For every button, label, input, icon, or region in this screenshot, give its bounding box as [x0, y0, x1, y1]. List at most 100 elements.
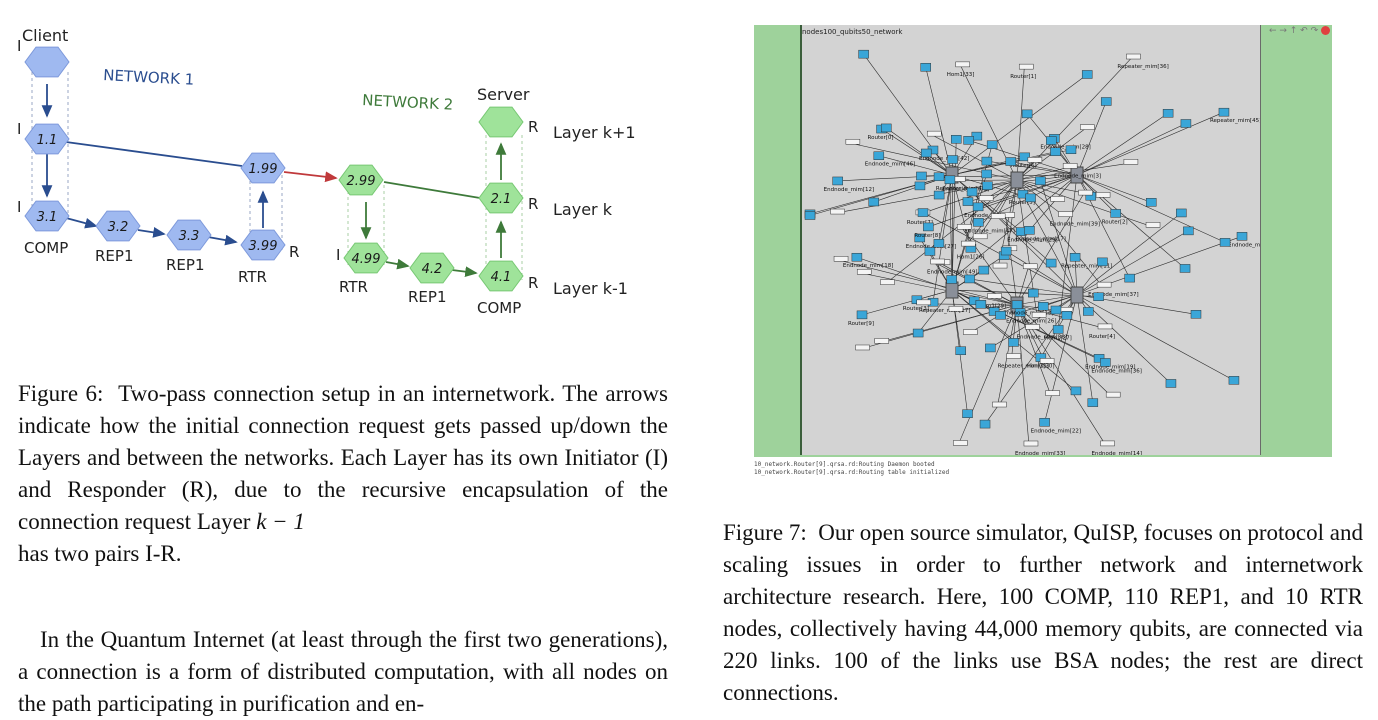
- repeater-icon[interactable]: [1023, 264, 1037, 269]
- repeater-icon[interactable]: [988, 293, 1002, 298]
- endnode-icon[interactable]: [1024, 226, 1034, 234]
- repeater-icon[interactable]: [1024, 441, 1038, 446]
- endnode-icon[interactable]: [945, 176, 955, 184]
- repeater-icon[interactable]: [991, 214, 1005, 219]
- repeater-icon[interactable]: [1046, 391, 1060, 396]
- simulator-toolbar[interactable]: ← → ↑ ↶ ↷: [1269, 26, 1330, 36]
- endnode-icon[interactable]: [1111, 209, 1121, 217]
- repeater-icon[interactable]: [1096, 192, 1110, 197]
- endnode-icon[interactable]: [1070, 253, 1080, 261]
- repeater-icon[interactable]: [1146, 222, 1160, 227]
- endnode-icon[interactable]: [1094, 293, 1104, 301]
- repeater-icon[interactable]: [917, 300, 931, 305]
- endnode-icon[interactable]: [1046, 259, 1056, 267]
- repeater-icon[interactable]: [1063, 163, 1077, 168]
- endnode-icon[interactable]: [1035, 177, 1045, 185]
- endnode-icon[interactable]: [1062, 311, 1072, 319]
- endnode-icon[interactable]: [1176, 209, 1186, 217]
- repeater-icon[interactable]: [1032, 312, 1046, 317]
- endnode-icon[interactable]: [859, 50, 869, 58]
- endnode-icon[interactable]: [947, 276, 957, 284]
- repeater-icon[interactable]: [961, 241, 975, 246]
- repeater-icon[interactable]: [846, 139, 860, 144]
- endnode-icon[interactable]: [1166, 379, 1176, 387]
- endnode-icon[interactable]: [1038, 302, 1048, 310]
- endnode-icon[interactable]: [987, 141, 997, 149]
- endnode-icon[interactable]: [996, 311, 1006, 319]
- endnode-icon[interactable]: [805, 212, 815, 220]
- repeater-icon[interactable]: [1079, 190, 1093, 195]
- close-icon[interactable]: [1321, 26, 1330, 35]
- endnode-icon[interactable]: [1180, 264, 1190, 272]
- endnode-icon[interactable]: [916, 172, 926, 180]
- endnode-icon[interactable]: [963, 410, 973, 418]
- endnode-icon[interactable]: [874, 152, 884, 160]
- endnode-icon[interactable]: [1012, 301, 1022, 309]
- router-icon[interactable]: [1011, 172, 1023, 188]
- endnode-icon[interactable]: [1146, 198, 1156, 206]
- repeater-icon[interactable]: [1101, 441, 1115, 446]
- endnode-icon[interactable]: [925, 247, 935, 255]
- repeater-icon[interactable]: [1019, 64, 1033, 69]
- endnode-icon[interactable]: [1083, 307, 1093, 315]
- endnode-icon[interactable]: [1088, 399, 1098, 407]
- endnode-icon[interactable]: [1229, 376, 1239, 384]
- endnode-icon[interactable]: [857, 311, 867, 319]
- repeater-icon[interactable]: [856, 345, 870, 350]
- endnode-icon[interactable]: [1006, 158, 1016, 166]
- repeater-icon[interactable]: [931, 259, 945, 264]
- endnode-icon[interactable]: [1026, 194, 1036, 202]
- endnode-icon[interactable]: [1053, 325, 1063, 333]
- endnode-icon[interactable]: [918, 209, 928, 217]
- endnode-icon[interactable]: [1009, 338, 1019, 346]
- repeater-icon[interactable]: [979, 196, 993, 201]
- endnode-icon[interactable]: [1097, 258, 1107, 266]
- repeater-icon[interactable]: [973, 234, 987, 239]
- repeater-icon[interactable]: [1097, 282, 1111, 287]
- endnode-icon[interactable]: [833, 177, 843, 185]
- endnode-icon[interactable]: [980, 420, 990, 428]
- repeater-icon[interactable]: [834, 256, 848, 261]
- endnode-icon[interactable]: [1066, 146, 1076, 154]
- toolbar-buttons[interactable]: ← → ↑ ↶ ↷: [1269, 26, 1318, 36]
- endnode-icon[interactable]: [951, 135, 961, 143]
- repeater-icon[interactable]: [1051, 196, 1065, 201]
- endnode-icon[interactable]: [921, 63, 931, 71]
- repeater-icon[interactable]: [875, 338, 889, 343]
- repeater-icon[interactable]: [1124, 159, 1138, 164]
- endnode-icon[interactable]: [948, 156, 958, 164]
- repeater-icon[interactable]: [992, 402, 1006, 407]
- repeater-icon[interactable]: [927, 131, 941, 136]
- repeater-icon[interactable]: [949, 306, 963, 311]
- repeater-icon[interactable]: [963, 330, 977, 335]
- endnode-icon[interactable]: [913, 329, 923, 337]
- endnode-icon[interactable]: [881, 124, 891, 132]
- endnode-icon[interactable]: [1237, 232, 1247, 240]
- repeater-icon[interactable]: [1126, 54, 1140, 59]
- repeater-icon[interactable]: [957, 224, 971, 229]
- endnode-icon[interactable]: [934, 173, 944, 181]
- router-icon[interactable]: [1071, 287, 1083, 303]
- endnode-icon[interactable]: [965, 275, 975, 283]
- endnode-icon[interactable]: [1183, 227, 1193, 235]
- repeater-icon[interactable]: [1106, 392, 1120, 397]
- repeater-icon[interactable]: [1007, 354, 1021, 359]
- endnode-icon[interactable]: [979, 266, 989, 274]
- repeater-icon[interactable]: [1026, 324, 1040, 329]
- endnode-icon[interactable]: [982, 182, 992, 190]
- endnode-icon[interactable]: [934, 239, 944, 247]
- endnode-icon[interactable]: [1181, 119, 1191, 127]
- endnode-icon[interactable]: [1125, 274, 1135, 282]
- endnode-icon[interactable]: [973, 218, 983, 226]
- endnode-icon[interactable]: [921, 149, 931, 157]
- endnode-icon[interactable]: [869, 198, 879, 206]
- endnode-icon[interactable]: [1101, 97, 1111, 105]
- endnode-icon[interactable]: [1001, 247, 1011, 255]
- endnode-icon[interactable]: [1220, 238, 1230, 246]
- repeater-icon[interactable]: [1080, 125, 1094, 130]
- endnode-icon[interactable]: [852, 253, 862, 261]
- repeater-icon[interactable]: [831, 209, 845, 214]
- endnode-icon[interactable]: [1071, 387, 1081, 395]
- endnode-icon[interactable]: [1022, 110, 1032, 118]
- endnode-icon[interactable]: [982, 170, 992, 178]
